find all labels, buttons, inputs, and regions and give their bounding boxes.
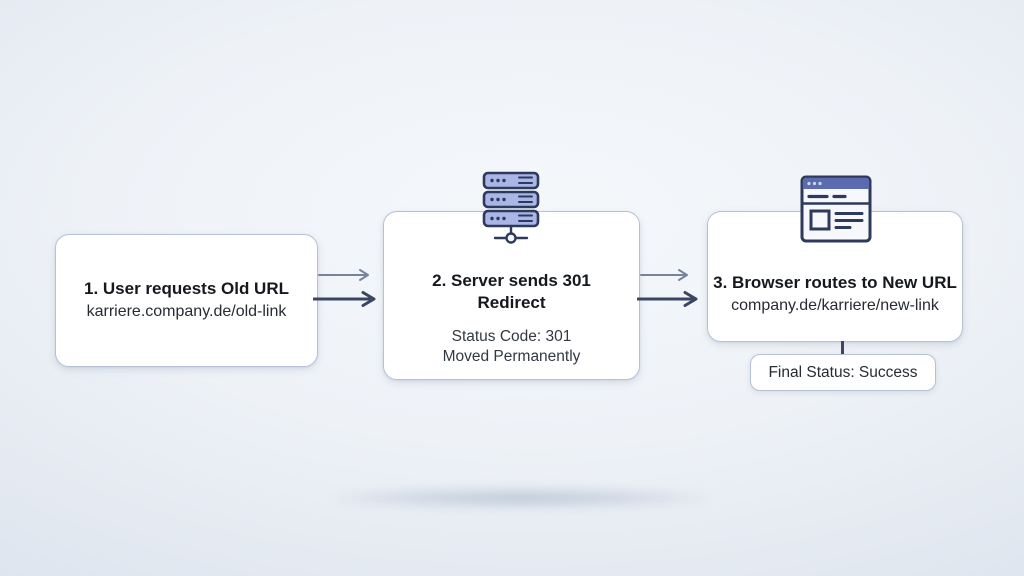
browser-window-icon — [800, 175, 872, 248]
step3-new-url: company.de/karriere/new-link — [731, 297, 939, 315]
step-box-user-request: 1. User requests Old URL karriere.compan… — [55, 234, 318, 367]
server-icon — [482, 171, 540, 250]
step2-status-code: Status Code: 301 — [451, 327, 572, 345]
step1-title: 1. User requests Old URL — [83, 278, 289, 298]
arrow-1-thin — [318, 269, 369, 281]
final-status-badge: Final Status: Success — [750, 354, 936, 391]
floor-shadow — [255, 484, 785, 512]
arrow-2-thin — [640, 269, 688, 281]
connector-line — [841, 341, 844, 357]
arrow-2-thick — [637, 291, 698, 307]
step3-title: 3. Browser routes to New URL — [713, 273, 957, 292]
step2-title: 2. Server sends 301 Redirect — [432, 271, 591, 313]
step1-old-url: karriere.company.de/old-link — [86, 303, 287, 321]
arrow-1-thick — [313, 291, 376, 307]
final-status-label: Final Status: Success — [768, 363, 918, 381]
step2-details: Status Code: 301 Moved Permanently — [443, 327, 581, 368]
step2-status-text: Moved Permanently — [442, 348, 581, 366]
